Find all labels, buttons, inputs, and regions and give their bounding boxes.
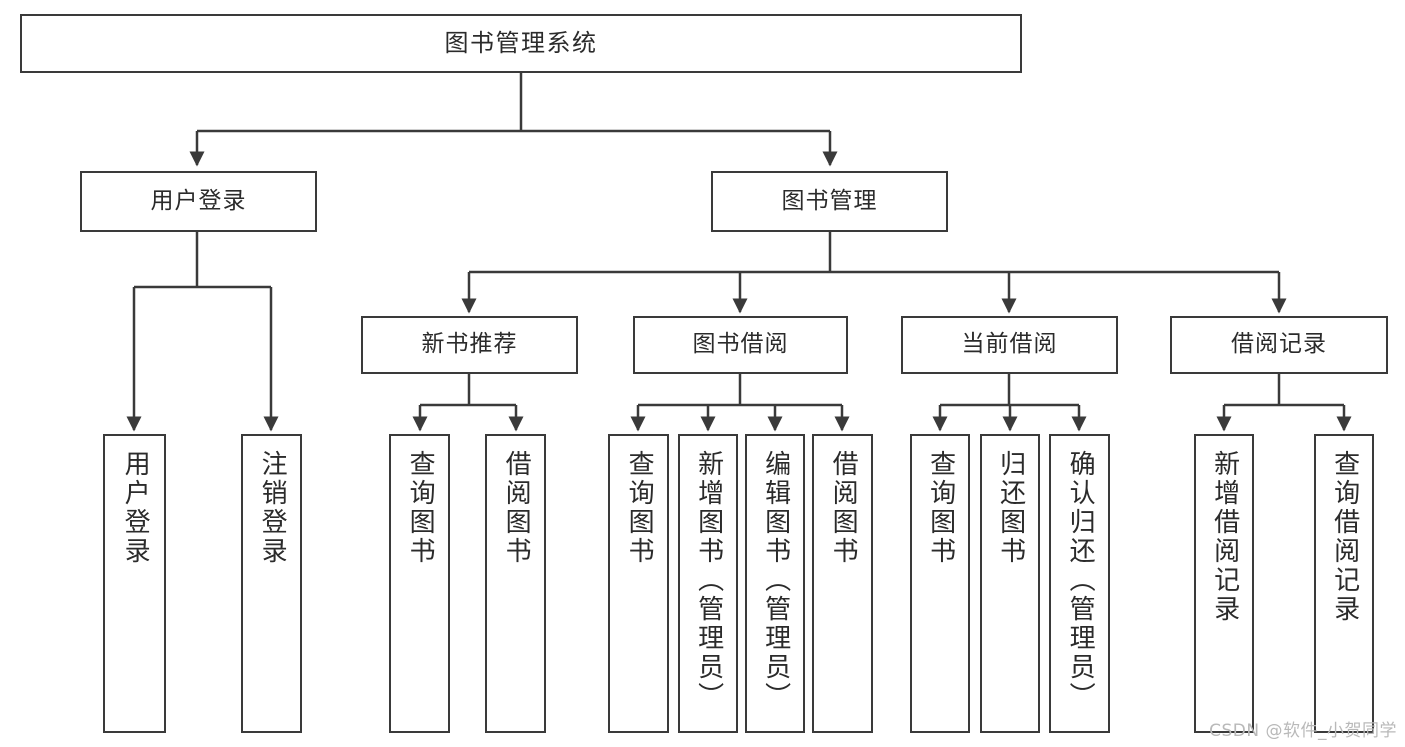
node-label: 新增图书（管理员） [693, 450, 724, 711]
node-label: 编辑图书（管理员） [760, 450, 791, 711]
node-label: 图书管理 [781, 187, 878, 214]
node-leaf-current-borrow-confirm[interactable]: 确认归还（管理员） [1049, 434, 1110, 733]
node-borrow-record[interactable]: 借阅记录 [1170, 316, 1388, 374]
node-label: 新书推荐 [421, 331, 518, 358]
node-book-management[interactable]: 图书管理 [711, 171, 948, 232]
node-leaf-borrow-record-query[interactable]: 查询借阅记录 [1314, 434, 1374, 733]
node-label: 新增借阅记录 [1209, 450, 1240, 624]
node-leaf-new-book-query[interactable]: 查询图书 [389, 434, 450, 733]
node-leaf-user-login-login[interactable]: 用户登录 [103, 434, 166, 733]
node-label: 查询图书 [624, 450, 655, 566]
node-label: 确认归还（管理员） [1065, 450, 1096, 711]
node-leaf-book-borrow-query[interactable]: 查询图书 [608, 434, 669, 733]
node-label: 归还图书 [995, 450, 1026, 566]
node-current-borrow[interactable]: 当前借阅 [901, 316, 1118, 374]
node-label: 借阅记录 [1231, 331, 1327, 358]
node-leaf-current-borrow-return[interactable]: 归还图书 [980, 434, 1040, 733]
node-leaf-user-login-logout[interactable]: 注销登录 [241, 434, 302, 733]
node-label: 借阅图书 [501, 450, 532, 566]
node-label: 查询图书 [405, 450, 436, 566]
node-root-book-management-system[interactable]: 图书管理系统 [20, 14, 1022, 73]
node-leaf-new-book-borrow[interactable]: 借阅图书 [485, 434, 546, 733]
node-user-login[interactable]: 用户登录 [80, 171, 317, 232]
node-label: 用户登录 [150, 187, 247, 214]
node-leaf-current-borrow-query[interactable]: 查询图书 [910, 434, 970, 733]
node-label: 查询图书 [925, 450, 956, 566]
node-label: 用户登录 [120, 450, 151, 566]
node-label: 借阅图书 [828, 450, 859, 566]
node-leaf-book-borrow-borrow[interactable]: 借阅图书 [812, 434, 873, 733]
node-leaf-borrow-record-add[interactable]: 新增借阅记录 [1194, 434, 1254, 733]
node-leaf-book-borrow-add[interactable]: 新增图书（管理员） [678, 434, 738, 733]
node-book-borrow[interactable]: 图书借阅 [633, 316, 848, 374]
node-label: 图书管理系统 [444, 29, 598, 58]
node-label: 查询借阅记录 [1329, 450, 1360, 624]
node-label: 注销登录 [257, 450, 288, 566]
node-label: 图书借阅 [692, 331, 789, 358]
node-leaf-book-borrow-edit[interactable]: 编辑图书（管理员） [745, 434, 805, 733]
node-new-book-recommend[interactable]: 新书推荐 [361, 316, 578, 374]
node-label: 当前借阅 [961, 331, 1058, 358]
